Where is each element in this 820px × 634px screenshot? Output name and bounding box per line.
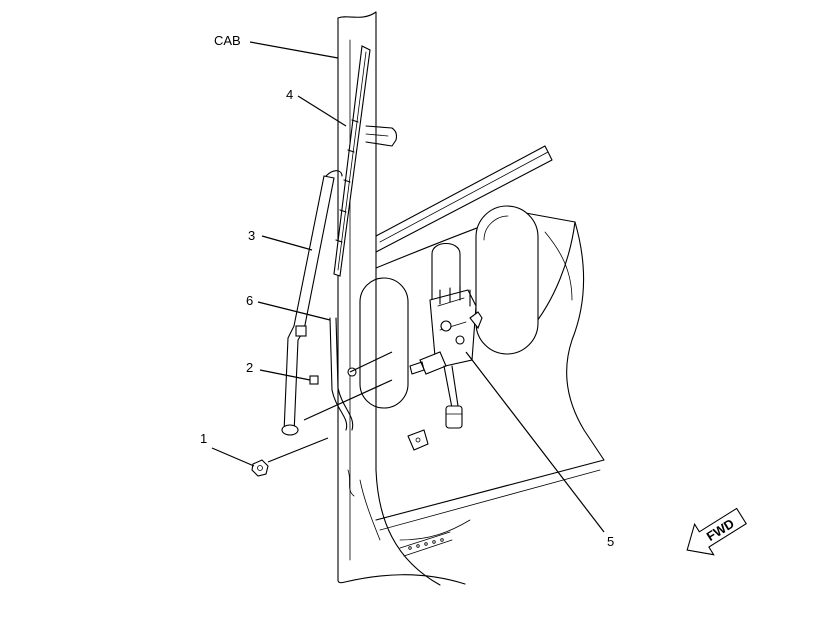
label-cab: CAB — [214, 33, 241, 48]
wiper-motor — [409, 285, 483, 429]
leader-lines — [211, 41, 605, 533]
label-part-5: 5 — [607, 534, 614, 549]
hose-clip — [309, 375, 319, 385]
label-part-2: 2 — [246, 360, 253, 375]
label-part-3: 3 — [248, 228, 255, 243]
label-part-1: 1 — [200, 431, 207, 446]
oval-access-openings — [359, 205, 539, 409]
label-part-6: 6 — [246, 293, 253, 308]
wiper-blade — [333, 45, 371, 277]
forward-arrow-icon: FWD — [686, 507, 747, 556]
cab-pillar — [337, 11, 466, 586]
cab-door-panel — [375, 145, 605, 557]
assembly-lines — [267, 351, 393, 463]
rivet-row — [408, 538, 444, 550]
label-part-4: 4 — [286, 87, 293, 102]
washer-hose — [329, 317, 357, 431]
retaining-nut — [251, 459, 269, 477]
wiper-arm — [281, 170, 343, 436]
